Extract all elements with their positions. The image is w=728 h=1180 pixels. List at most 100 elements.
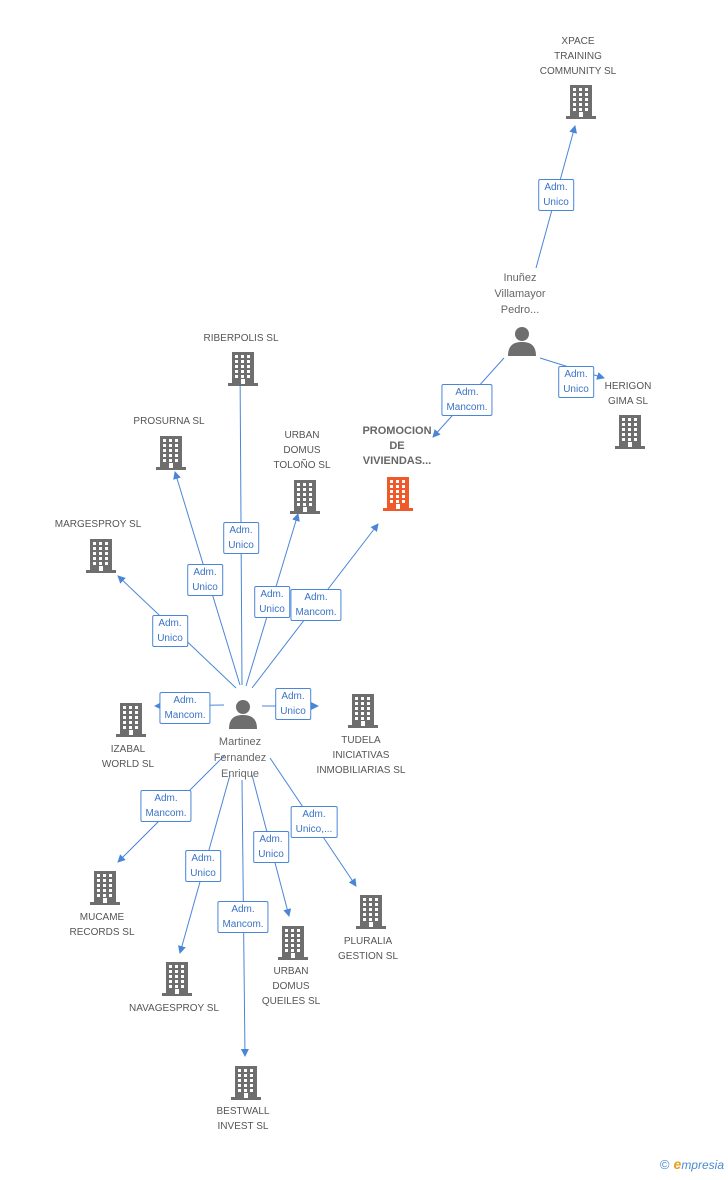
edge-label-line: Adm. bbox=[544, 182, 568, 193]
edge-label-line: Adm. bbox=[259, 834, 283, 845]
edge-label-martinez-promocion[interactable]: Adm.Mancom. bbox=[290, 589, 342, 621]
edge-label-inunez-promocion[interactable]: Adm.Mancom. bbox=[441, 384, 493, 416]
node-label-line: Enrique bbox=[221, 768, 259, 780]
node-bestwall[interactable] bbox=[230, 1066, 262, 1105]
node-label-line: RECORDS SL bbox=[69, 927, 135, 938]
node-urban_tolono[interactable] bbox=[289, 480, 321, 519]
node-label-navagesproy[interactable]: NAVAGESPROY SL bbox=[129, 1001, 219, 1016]
node-label-line: INMOBILIARIAS SL bbox=[316, 765, 406, 776]
building-icon bbox=[156, 436, 186, 470]
building-icon bbox=[356, 895, 386, 929]
node-promocion[interactable] bbox=[382, 477, 414, 516]
building-icon bbox=[290, 480, 320, 514]
building-icon bbox=[116, 703, 146, 737]
node-label-line: INVEST SL bbox=[217, 1121, 269, 1132]
edge-label-martinez-margesproy[interactable]: Adm.Unico bbox=[152, 615, 188, 647]
person-icon bbox=[229, 700, 257, 729]
edge-label-line: Unico bbox=[192, 582, 218, 593]
node-tudela[interactable] bbox=[347, 694, 379, 733]
edge-label-line: Unico bbox=[228, 540, 254, 551]
edge-label-martinez-izabal[interactable]: Adm. Mancom. bbox=[159, 692, 211, 724]
edge-label-inunez-herigon[interactable]: Adm. Unico bbox=[558, 366, 594, 398]
node-martinez[interactable] bbox=[228, 699, 258, 734]
node-label-line: Martinez bbox=[218, 736, 262, 748]
building-icon bbox=[228, 352, 258, 386]
building-icon bbox=[566, 85, 596, 119]
node-label-line: MUCAME bbox=[79, 912, 125, 923]
node-label-line: XPACE bbox=[561, 36, 595, 47]
node-label-line: IZABAL bbox=[110, 744, 146, 755]
edge-label-martinez-urban_tolono[interactable]: Adm.Unico bbox=[254, 586, 290, 618]
edge-label-line: Adm. bbox=[158, 618, 182, 629]
node-label-riberpolis[interactable]: RIBERPOLIS SL bbox=[203, 331, 278, 346]
node-label-line: PLURALIA bbox=[343, 936, 393, 947]
edge-label-martinez-prosurna[interactable]: Adm. Unico bbox=[187, 564, 223, 596]
edge-label-martinez-urban_queiles[interactable]: Adm. Unico bbox=[253, 831, 289, 863]
copyright-symbol: © bbox=[659, 1156, 670, 1172]
edge-label-martinez-pluralia[interactable]: Adm. Unico,... bbox=[290, 806, 338, 838]
node-herigon[interactable] bbox=[614, 415, 646, 454]
node-label-prosurna[interactable]: PROSURNA SL bbox=[133, 414, 204, 429]
node-inunez[interactable] bbox=[507, 326, 537, 361]
node-navagesproy[interactable] bbox=[161, 962, 193, 1001]
edge-label-martinez-mucame[interactable]: Adm.Mancom. bbox=[140, 790, 192, 822]
edge-label-line: Adm. bbox=[281, 691, 305, 702]
node-prosurna[interactable] bbox=[155, 436, 187, 475]
edge-label-inunez-xpace[interactable]: Adm. Unico bbox=[538, 179, 574, 211]
edge-label-line: Adm. bbox=[191, 853, 215, 864]
edge-label-line: Unico bbox=[543, 197, 569, 208]
building-icon bbox=[383, 477, 413, 511]
edge-label-line: Adm. bbox=[564, 369, 588, 380]
node-label-line: URBAN bbox=[284, 430, 320, 441]
brand-name: mpresia bbox=[681, 1158, 724, 1172]
node-label-line: Fernandez bbox=[213, 752, 267, 764]
edge-label-line: Adm. bbox=[302, 809, 326, 820]
node-izabal[interactable] bbox=[115, 703, 147, 742]
edge-label-line: Mancom. bbox=[164, 710, 206, 721]
building-icon bbox=[162, 962, 192, 996]
edge-label-line: Unico,... bbox=[295, 824, 333, 835]
node-label-line: PROSURNA SL bbox=[133, 416, 205, 427]
edge-label-martinez-bestwall[interactable]: Adm. Mancom. bbox=[217, 901, 269, 933]
person-icon bbox=[508, 327, 536, 356]
node-label-line: Inuñez bbox=[503, 272, 537, 284]
node-xpace[interactable] bbox=[565, 85, 597, 124]
edge-label-martinez-riberpolis[interactable]: Adm. Unico bbox=[223, 522, 259, 554]
node-label-margesproy[interactable]: MARGESPROY SL bbox=[55, 517, 142, 532]
node-urban_queiles[interactable] bbox=[277, 926, 309, 965]
edge-label-line: Adm. bbox=[193, 567, 217, 578]
node-label-line: GIMA SL bbox=[607, 396, 649, 407]
edge-label-line: Adm. bbox=[304, 592, 328, 603]
edge-label-line: Adm. bbox=[231, 904, 255, 915]
edge-label-line: Mancom. bbox=[145, 808, 187, 819]
node-label-mucame[interactable]: MUCAME RECORDS SL bbox=[69, 910, 134, 940]
edge-label-line: Unico bbox=[280, 706, 306, 717]
node-label-line: DOMUS bbox=[283, 445, 321, 456]
edge-label-martinez-navagesproy[interactable]: Adm.Unico bbox=[185, 850, 221, 882]
edge-label-line: Mancom. bbox=[222, 919, 264, 930]
node-pluralia[interactable] bbox=[355, 895, 387, 934]
node-riberpolis[interactable] bbox=[227, 352, 259, 391]
node-mucame[interactable] bbox=[89, 871, 121, 910]
node-margesproy[interactable] bbox=[85, 539, 117, 578]
edge-label-line: Unico bbox=[563, 384, 589, 395]
edge-label-line: Adm. bbox=[173, 695, 197, 706]
node-label-line: HERIGON bbox=[604, 381, 652, 392]
edge-label-line: Unico bbox=[259, 604, 285, 615]
node-label-herigon[interactable]: HERIGON GIMA SL bbox=[605, 379, 652, 409]
edge-label-line: Adm. bbox=[229, 525, 253, 536]
building-icon bbox=[278, 926, 308, 960]
edge-label-martinez-tudela[interactable]: Adm. Unico bbox=[275, 688, 311, 720]
edge-label-line: Unico bbox=[258, 849, 284, 860]
